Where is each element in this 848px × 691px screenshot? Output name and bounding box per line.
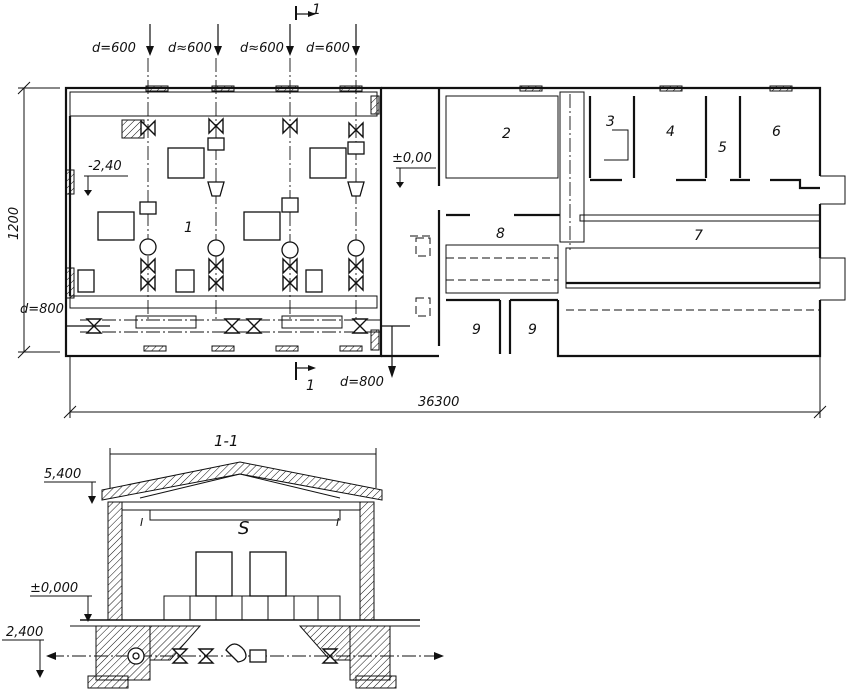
pipe-label-2: d≈600 xyxy=(168,41,212,56)
dim-length: 36300 xyxy=(418,395,459,410)
level-hall: -2,40 xyxy=(88,159,122,174)
dimension-lines xyxy=(17,81,827,419)
section-levels: 5,400 ±0,000 2,400 xyxy=(2,467,96,678)
inflow-arrows xyxy=(146,24,360,56)
room-8: 8 xyxy=(496,226,505,242)
basement-piping xyxy=(46,643,444,665)
room-9a: 9 xyxy=(472,322,481,338)
equipment-box xyxy=(77,269,95,293)
room-4: 4 xyxy=(666,124,675,140)
room-1: 1 xyxy=(184,220,193,236)
pipe-label-1: d=600 xyxy=(92,41,136,56)
cabinets xyxy=(195,551,287,597)
room-9b: 9 xyxy=(528,322,537,338)
dim-height: 1200 xyxy=(7,207,22,240)
pipe-label-3: d≈600 xyxy=(240,41,284,56)
roof-truss xyxy=(101,461,383,503)
section-view: 1-1 I I S xyxy=(2,432,444,689)
crane-beam: I I S xyxy=(140,509,341,539)
floor-plan: d=600 d≈600 d≈600 d=600 d=800 d=800 1 1 … xyxy=(7,2,846,419)
pipe-label-4: d=600 xyxy=(306,41,350,56)
crane-mark: S xyxy=(238,518,249,539)
pump-unit-2 xyxy=(167,58,225,320)
room-6: 6 xyxy=(772,124,781,140)
svg-text:I: I xyxy=(336,516,339,529)
section-title: 1-1 xyxy=(214,432,239,450)
room-3: 3 xyxy=(606,114,615,130)
pump-unit-4 xyxy=(309,58,365,320)
bottom-windows xyxy=(143,345,363,352)
plan-labels: d=600 d≈600 d≈600 d=600 d=800 d=800 1 1 … xyxy=(7,2,781,410)
pipe-label-left: d=800 xyxy=(20,302,64,317)
basement-pit xyxy=(87,625,397,689)
level-floor: ±0,000 xyxy=(30,581,78,596)
room-2: 2 xyxy=(502,126,511,142)
pump-unit-1 xyxy=(97,58,157,320)
level-corridor: ±0,00 xyxy=(392,151,432,166)
pipe-label-bottom: d=800 xyxy=(340,375,384,390)
service-block-walls xyxy=(381,86,846,358)
pump-unit-3 xyxy=(243,58,323,320)
floor-slab xyxy=(70,595,420,627)
svg-text:I: I xyxy=(140,516,143,529)
outflow-pipe xyxy=(388,326,396,378)
level-roof: 5,400 xyxy=(44,467,81,482)
room-5: 5 xyxy=(718,140,727,156)
level-basement: 2,400 xyxy=(6,625,43,640)
room-7: 7 xyxy=(694,228,703,244)
section-mark-top: 1 xyxy=(312,2,321,18)
collector-valves xyxy=(86,315,368,334)
section-cut-1-1 xyxy=(295,6,316,380)
section-mark-bottom: 1 xyxy=(306,378,315,394)
